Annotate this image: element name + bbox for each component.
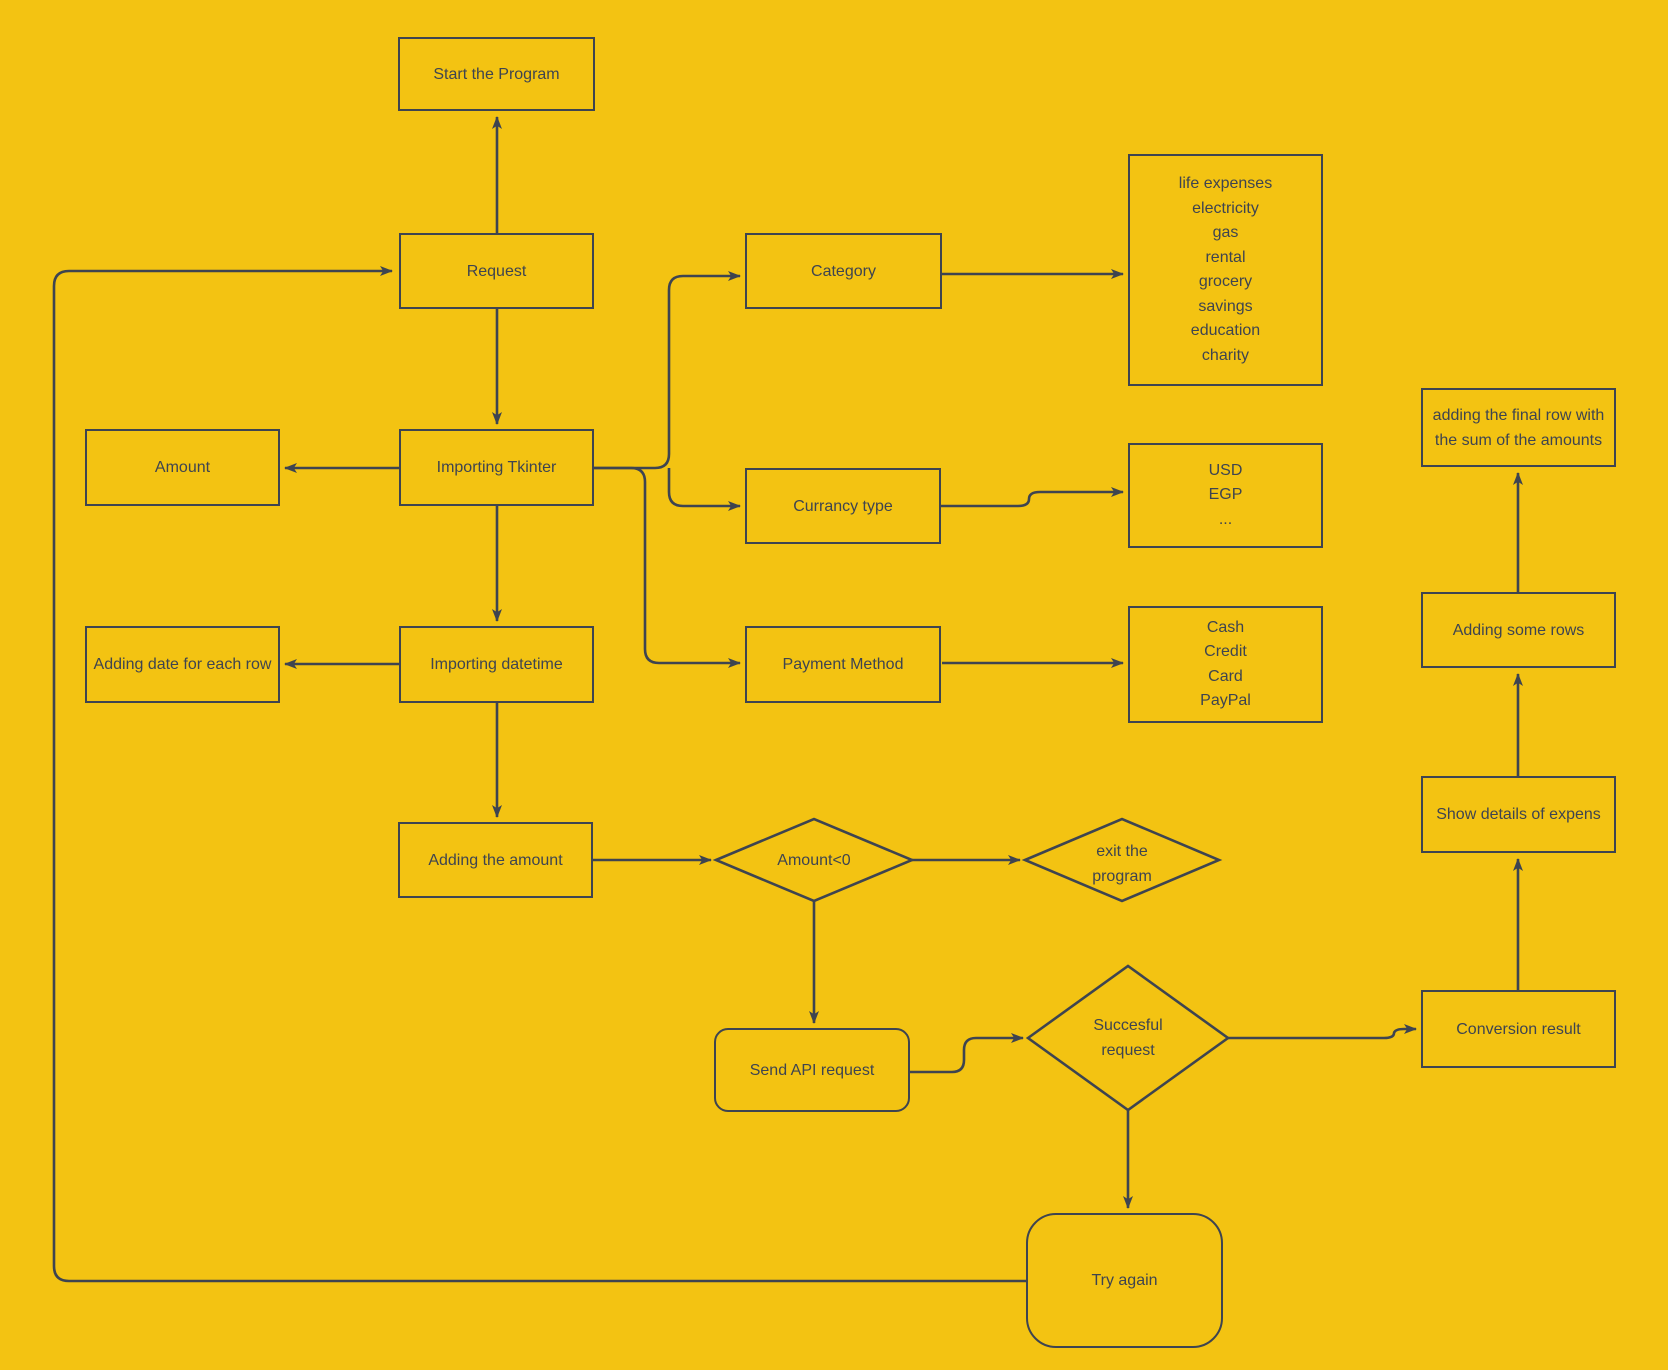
node-adding-amount-label: Adding the amount bbox=[428, 851, 563, 869]
node-payment-method[interactable]: Payment Method bbox=[745, 626, 941, 703]
node-importing-datetime-label: Importing datetime bbox=[430, 656, 563, 673]
node-show-details[interactable]: Show details of expens bbox=[1421, 776, 1616, 853]
node-send-api-request-label: Send API request bbox=[749, 1061, 875, 1079]
node-category-values[interactable]: life expenses electricity gas rental gro… bbox=[1128, 154, 1323, 386]
node-adding-amount[interactable]: Adding the amount bbox=[398, 822, 593, 898]
edge-send-api-to-succesful bbox=[910, 1033, 1024, 1074]
edge-currancy-to-values bbox=[941, 487, 1124, 508]
edge-importing-tkinter-to-category bbox=[594, 271, 741, 470]
node-importing-tkinter-label: Importing Tkinter bbox=[436, 459, 557, 476]
node-conversion-result[interactable]: Conversion result bbox=[1421, 990, 1616, 1068]
node-final-row-sum[interactable]: adding the final row with the sum of the… bbox=[1421, 388, 1616, 467]
decision-exit-program[interactable] bbox=[1021, 817, 1223, 903]
node-adding-some-rows[interactable]: Adding some rows bbox=[1421, 592, 1616, 668]
node-adding-some-rows-label: Adding some rows bbox=[1452, 621, 1585, 639]
node-category-values-label: life expenses electricity gas rental gro… bbox=[1178, 175, 1273, 364]
node-currancy-type[interactable]: Currancy type bbox=[745, 468, 941, 544]
node-payment-values-label: Cash Credit Card PayPal bbox=[1200, 618, 1251, 710]
node-adding-date[interactable]: Adding date for each row bbox=[85, 626, 280, 703]
node-amount[interactable]: Amount bbox=[85, 429, 280, 506]
node-final-row-sum-label: adding the final row with the sum of the… bbox=[1432, 406, 1605, 449]
node-conversion-result-label: Conversion result bbox=[1456, 1020, 1581, 1038]
edge-importing-tkinter-to-payment-method bbox=[594, 466, 741, 668]
edge-branch-to-currancy-type bbox=[667, 468, 741, 511]
node-request[interactable]: Request bbox=[399, 233, 594, 309]
node-adding-date-label: Adding date for each row bbox=[93, 656, 272, 673]
node-amount-label: Amount bbox=[154, 459, 211, 476]
node-importing-datetime[interactable]: Importing datetime bbox=[399, 626, 594, 703]
edge-try-again-to-request bbox=[52, 266, 1026, 1283]
node-category-label: Category bbox=[811, 262, 876, 280]
node-importing-tkinter[interactable]: Importing Tkinter bbox=[399, 429, 594, 506]
node-request-label: Request bbox=[466, 262, 527, 280]
node-currancy-values-label: USD EGP ... bbox=[1208, 461, 1243, 528]
node-currancy-values[interactable]: USD EGP ... bbox=[1128, 443, 1323, 548]
node-show-details-label: Show details of expens bbox=[1436, 806, 1601, 823]
node-currancy-type-label: Currancy type bbox=[793, 497, 893, 515]
node-category[interactable]: Category bbox=[745, 233, 942, 309]
node-payment-method-label: Payment Method bbox=[782, 656, 904, 673]
node-try-again-label: Try again bbox=[1091, 1272, 1158, 1289]
node-try-again[interactable]: Try again bbox=[1026, 1213, 1223, 1348]
node-payment-values[interactable]: Cash Credit Card PayPal bbox=[1128, 606, 1323, 723]
decision-amount-check[interactable] bbox=[712, 817, 916, 903]
decision-succesful-request[interactable] bbox=[1025, 964, 1231, 1112]
node-start-program-label: Start the Program bbox=[433, 65, 560, 83]
node-start-program[interactable]: Start the Program bbox=[398, 37, 595, 111]
node-send-api-request[interactable]: Send API request bbox=[714, 1028, 910, 1112]
edge-succesful-to-conversion bbox=[1228, 1024, 1417, 1040]
